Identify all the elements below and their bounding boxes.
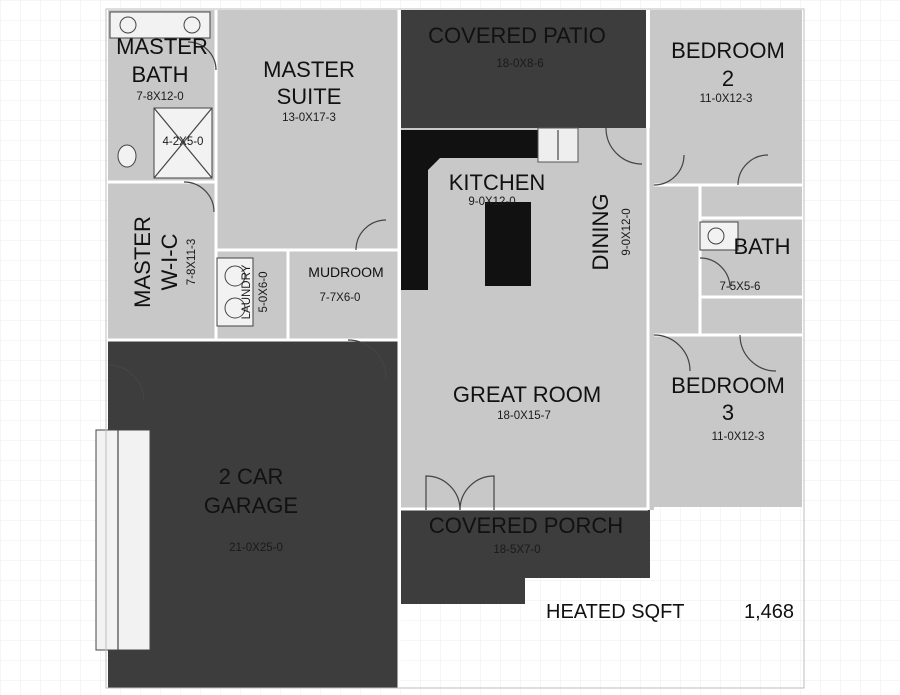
dryer-icon — [224, 297, 246, 319]
mudroom-name: MUDROOM — [308, 264, 383, 280]
master-suite-name-2: SUITE — [277, 84, 342, 109]
kitchen-name: KITCHEN — [449, 170, 546, 195]
kitchen-dining-great-room-area — [401, 128, 646, 510]
bedroom-3-area — [650, 335, 802, 507]
covered-patio-name: COVERED PATIO — [428, 23, 606, 48]
covered-porch-name: COVERED PORCH — [429, 513, 623, 538]
garage-steps — [95, 429, 151, 651]
shower-dims: 4-2X5-0 — [163, 136, 204, 148]
fixtures — [95, 11, 739, 651]
bedroom-2-name-2: 2 — [722, 66, 734, 91]
master-suite-name-1: MASTER — [263, 57, 355, 82]
garage-dims: 21-0X25-0 — [229, 542, 283, 554]
laundry-dims: 5-0X6-0 — [258, 272, 270, 313]
bedroom-3-name-1: BEDROOM — [671, 373, 785, 398]
room-labels: MASTER BATH 7-8X12-0 4-2X5-0 MASTER SUIT… — [116, 23, 790, 556]
master-suite-dims: 13-0X17-3 — [282, 112, 336, 124]
heated-sqft-label: HEATED SQFT — [546, 601, 685, 623]
master-wic-name-1: MASTER — [130, 216, 155, 308]
covered-porch-dims: 18-5X7-0 — [493, 544, 540, 556]
bedroom-3-name-2: 3 — [722, 400, 734, 425]
master-wic-area — [108, 182, 216, 340]
mudroom-dims: 7-7X6-0 — [320, 292, 361, 304]
dining-name: DINING — [588, 194, 613, 271]
bedroom-2-name-1: BEDROOM — [671, 38, 785, 63]
bath-sink-icon — [707, 227, 725, 245]
garage-name-2: GARAGE — [204, 493, 298, 518]
covered-porch-area — [401, 510, 650, 604]
laundry-name: LAUNDRY — [241, 264, 253, 319]
summary: HEATED SQFT 1,468 — [546, 601, 794, 623]
dining-dims: 9-0X12-0 — [621, 208, 633, 255]
room-fills — [108, 10, 802, 688]
mudroom-area — [288, 250, 398, 340]
sink-left-icon — [119, 16, 137, 34]
sink-right-icon — [183, 16, 201, 34]
garage-area — [108, 340, 398, 688]
hall-middle-area — [654, 185, 700, 335]
washer-icon — [224, 265, 246, 287]
master-wic-dims: 7-8X11-3 — [186, 239, 198, 285]
bath-dims: 7-5X5-6 — [720, 281, 761, 293]
toilet-icon — [117, 144, 137, 168]
covered-patio-area — [401, 10, 646, 128]
doors — [107, 41, 777, 511]
covered-patio-dims: 18-0X8-6 — [496, 58, 543, 70]
linen-area — [700, 297, 802, 335]
great-room-dims: 18-0X15-7 — [497, 410, 551, 422]
bedroom-2-dims: 11-0X12-3 — [700, 93, 753, 105]
garage-name-1: 2 CAR — [219, 464, 284, 489]
master-wic-name-2: W-I-C — [157, 233, 182, 290]
master-suite-area — [216, 10, 398, 250]
kitchen-cabinets — [401, 127, 579, 290]
master-bath-dims: 7-8X12-0 — [136, 91, 183, 103]
heated-sqft-value: 1,468 — [744, 601, 794, 623]
bedroom-3-dims: 11-0X12-3 — [712, 431, 765, 443]
great-room-name: GREAT ROOM — [453, 382, 601, 407]
kitchen-island — [485, 202, 531, 286]
bath-name: BATH — [733, 234, 790, 259]
master-bath-name-1: MASTER — [116, 34, 208, 59]
house-outline — [105, 8, 805, 689]
kitchen-dims: 9-0X12-0 — [468, 196, 515, 208]
master-bath-name-2: BATH — [131, 62, 188, 87]
hall-area — [646, 128, 654, 510]
bedroom-2-area — [650, 10, 802, 185]
